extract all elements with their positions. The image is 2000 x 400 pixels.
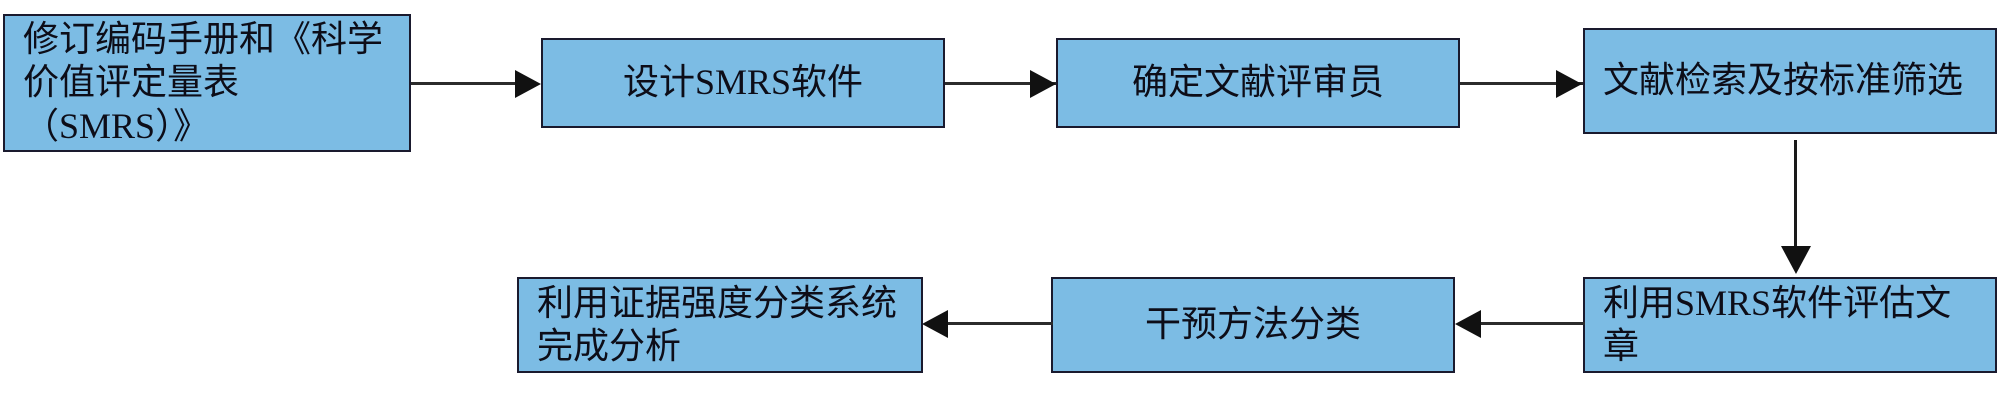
flow-node-5[interactable]: 利用SMRS软件评估文章 [1583,277,1997,373]
flow-node-5-label: 利用SMRS软件评估文章 [1603,282,1952,366]
flow-node-3[interactable]: 确定文献评审员 [1056,38,1460,128]
connector-4-line [1794,140,1797,252]
flow-node-4-label: 文献检索及按标准筛选 [1603,60,1964,101]
connector-1-arrowhead [515,70,541,98]
connector-1-line [411,82,521,85]
flow-node-4[interactable]: 文献检索及按标准筛选 [1583,28,1997,134]
connector-6-line [935,322,1053,325]
connector-6-arrowhead [922,310,948,338]
flow-node-2[interactable]: 设计SMRS软件 [541,38,945,128]
flow-node-1[interactable]: 修订编码手册和《科学价值评定量表（SMRS）》 [3,14,411,152]
connector-3-line [1460,82,1585,85]
connector-2-arrowhead [1030,70,1056,98]
connector-3-arrowhead [1556,70,1582,98]
connector-5-arrowhead [1455,310,1481,338]
connector-4-arrowhead [1781,246,1811,274]
flow-node-1-label: 修订编码手册和《科学价值评定量表（SMRS）》 [23,19,384,146]
flow-node-6-label: 干预方法分类 [1144,304,1361,345]
connector-5-line [1468,322,1585,325]
flow-node-3-label: 确定文献评审员 [1131,62,1384,103]
flow-node-6[interactable]: 干预方法分类 [1051,277,1455,373]
flow-node-2-label: 设计SMRS软件 [622,62,864,103]
connector-2-line [945,82,1057,85]
flow-node-7[interactable]: 利用证据强度分类系统完成分析 [517,277,923,373]
flow-node-7-label: 利用证据强度分类系统完成分析 [537,282,898,366]
